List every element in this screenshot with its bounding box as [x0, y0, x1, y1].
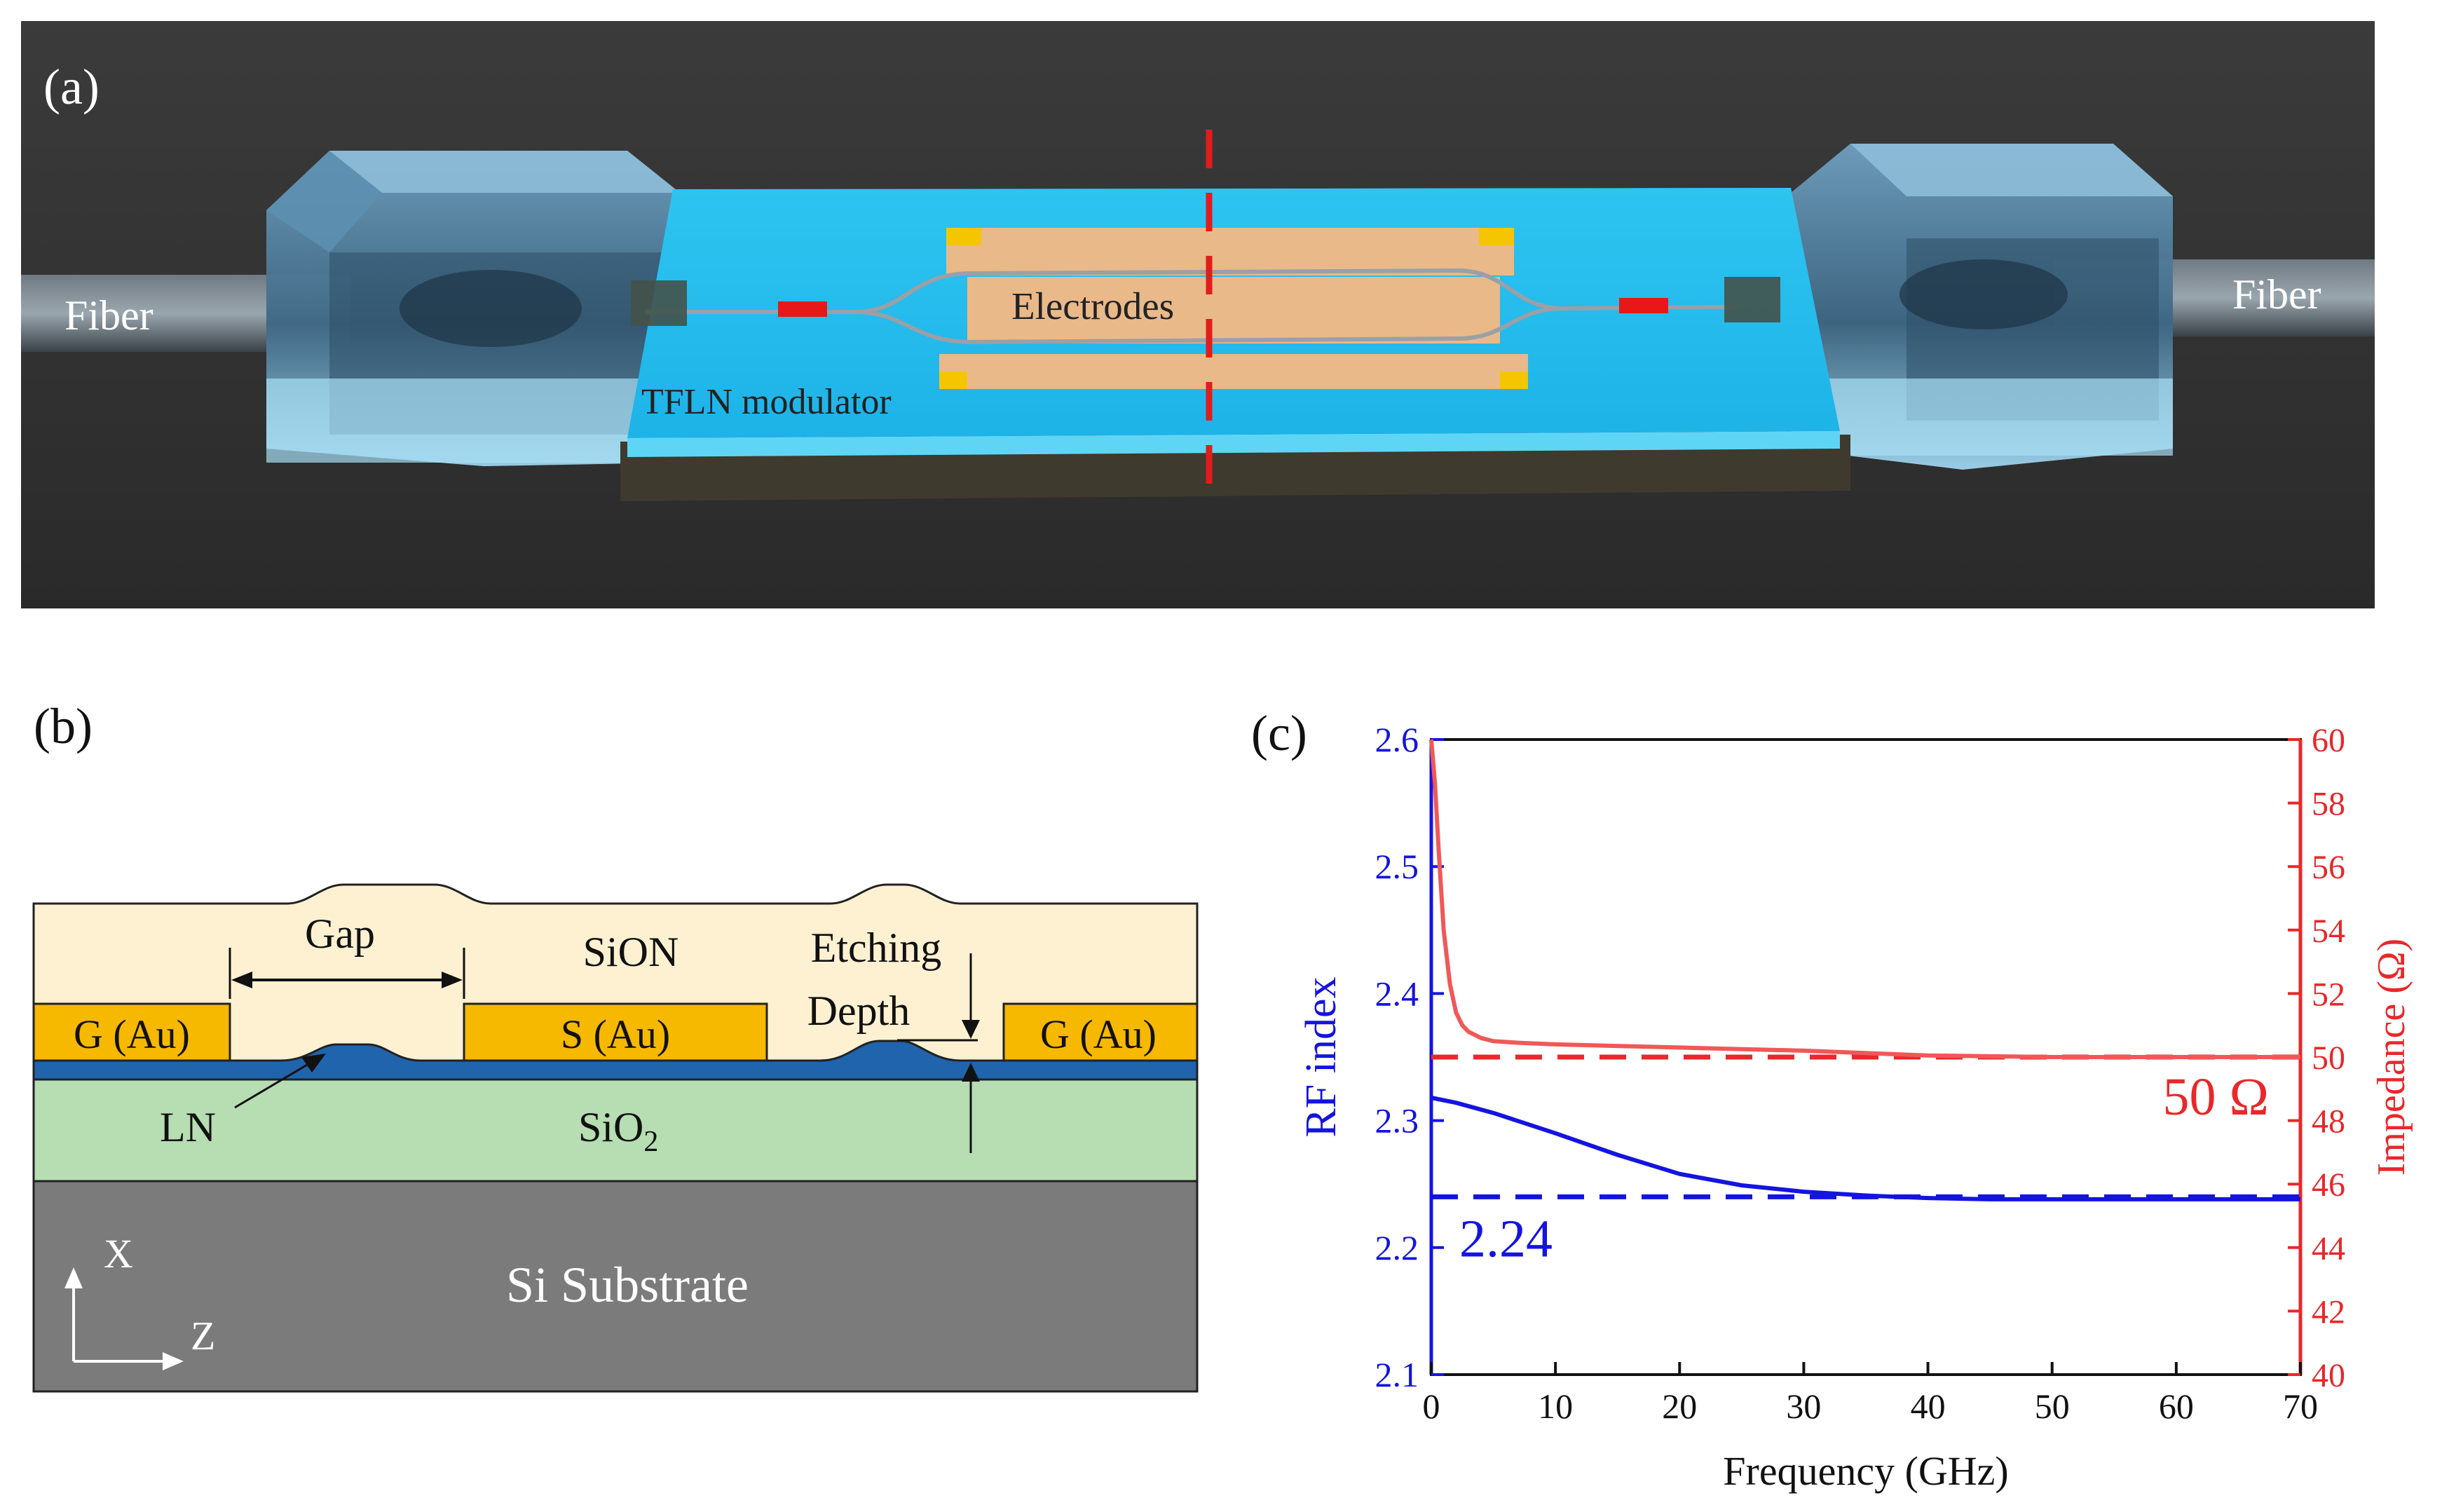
- electrodes-label: Electrodes: [1011, 285, 1174, 327]
- ln-pointer: [234, 1061, 313, 1109]
- reference-label-impedance: 50 Ω: [2163, 1068, 2269, 1126]
- x-tick-label: 30: [1786, 1387, 1821, 1426]
- x-tick-label: 10: [1538, 1387, 1573, 1426]
- panel-a: (a) Fiber Fiber Electrodes TFLN modulato…: [21, 21, 2375, 608]
- waveguide-lower-arm: [854, 306, 1564, 345]
- panel-a-label: (a): [43, 59, 100, 115]
- x-tick-label: 70: [2283, 1387, 2318, 1426]
- electrode-ground-bottom: [939, 354, 1528, 389]
- axis-z-label: Z: [191, 1313, 215, 1358]
- y-right-tick-label: 44: [2312, 1230, 2345, 1267]
- s-center-label: S (Au): [561, 1012, 670, 1057]
- fiber-left-label: Fiber: [64, 292, 154, 339]
- x-tick-label: 50: [2035, 1387, 2070, 1426]
- etching-label: Etching: [811, 925, 942, 971]
- y-right-tick-label: 42: [2312, 1293, 2345, 1330]
- x-tick-label: 0: [1423, 1387, 1440, 1426]
- sio2-label: SiO2: [578, 1104, 658, 1158]
- x-tick-label: 60: [2159, 1387, 2194, 1426]
- electrode-ground-top: [946, 228, 1514, 275]
- y-left-tick-label: 2.5: [1375, 847, 1419, 886]
- electrode-g-right: [1002, 1002, 1199, 1062]
- layer-sion: [32, 883, 1199, 1081]
- y-right-tick-label: 48: [2312, 1103, 2345, 1140]
- sion-label: SiON: [583, 929, 679, 975]
- y-right-tick-label: 58: [2312, 786, 2345, 823]
- y-left-ticks: 2.1 2.2 2.3 2.4 2.5 2.6: [1375, 720, 1444, 1394]
- layer-ln: [32, 1040, 1199, 1081]
- waveguide-upper-arm: [645, 268, 1739, 314]
- x-axis-label: Frequency (GHz): [1723, 1448, 2008, 1494]
- electrode-signal: [967, 277, 1500, 343]
- modulator-label: TFLN modulator: [641, 382, 892, 422]
- glass-block-left: [266, 151, 680, 466]
- electrode-g-left: [32, 1002, 231, 1062]
- x-ticks: 0 10 20 30 40 50 60 70: [1423, 1362, 2318, 1426]
- substrate-label: Si Substrate: [506, 1257, 749, 1313]
- y-right-tick-label: 46: [2312, 1166, 2345, 1204]
- panel-b-label: (b): [34, 698, 93, 754]
- panel-b: (b) Gap SiON Etching Depth: [32, 698, 1199, 1393]
- ln-label: LN: [160, 1104, 216, 1150]
- series-rf-index: [1431, 1096, 2300, 1201]
- reference-lines: 2.24 50 Ω: [1431, 1054, 2300, 1268]
- y-right-tick-label: 40: [2312, 1357, 2345, 1394]
- x-tick-label: 20: [1662, 1387, 1697, 1426]
- g-right-label: G (Au): [1040, 1012, 1157, 1057]
- y-left-tick-label: 2.1: [1375, 1355, 1419, 1394]
- y-right-tick-label: 50: [2312, 1040, 2345, 1077]
- fiber-right-label: Fiber: [2232, 271, 2321, 318]
- y-right-tick-label: 54: [2312, 913, 2345, 950]
- taper-left: [778, 301, 827, 317]
- y-right-tick-label: 56: [2312, 849, 2345, 886]
- reference-label-rf: 2.24: [1459, 1209, 1553, 1268]
- y-left-tick-label: 2.6: [1375, 720, 1419, 759]
- taper-right: [1619, 298, 1668, 313]
- series-impedance: [1429, 739, 2300, 1059]
- y-right-axis-label: Impedance (Ω): [2370, 939, 2413, 1176]
- electrode-s-center: [463, 1002, 768, 1062]
- y-right-ticks: 40 42 44 46 48 50 52 54 56 58 60: [2288, 722, 2345, 1394]
- y-right-tick-label: 52: [2312, 976, 2345, 1013]
- panel-c-label: (c): [1251, 705, 1307, 761]
- glass-block-right: [1791, 144, 2173, 470]
- y-left-tick-label: 2.3: [1375, 1101, 1419, 1140]
- y-right-tick-label: 60: [2312, 722, 2345, 759]
- panel-c: (c) 0 10 20 30 40 50 60 70 2.1 2.2 2.3 2.4 2.5 2.6 4…: [1251, 705, 2413, 1494]
- axis-x-label: X: [104, 1231, 133, 1276]
- gap-label: Gap: [305, 911, 375, 957]
- y-left-tick-label: 2.4: [1375, 974, 1419, 1013]
- depth-label: Depth: [807, 988, 910, 1034]
- layer-sio2: [32, 1078, 1199, 1183]
- x-tick-label: 40: [1911, 1387, 1946, 1426]
- y-left-axis-label: RF index: [1297, 976, 1345, 1137]
- y-left-tick-label: 2.2: [1375, 1228, 1419, 1267]
- tfln-chip: [620, 188, 1850, 501]
- g-left-label: G (Au): [74, 1012, 190, 1057]
